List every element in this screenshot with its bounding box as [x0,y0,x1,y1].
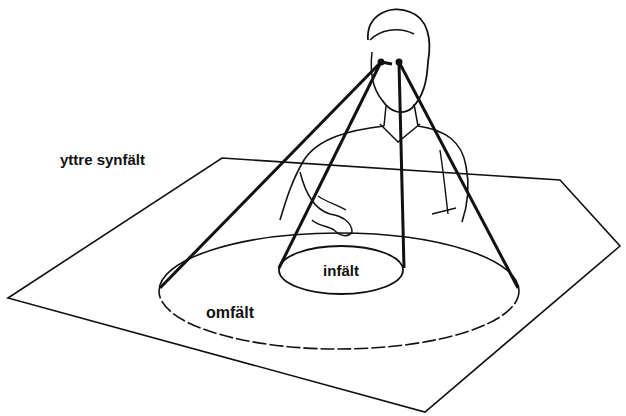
ellipse-shape [279,246,403,294]
sight-line [381,62,392,64]
field-label: yttre synfält [60,151,145,168]
sight-line [160,62,381,288]
inner-field: infält [278,245,404,295]
field-label: infält [323,262,359,279]
field-label: omfält [206,304,254,322]
sleeve [318,196,346,210]
hand [300,172,352,236]
ellipse-arc [159,291,519,349]
left-shoulder [280,126,384,220]
right-shoulder [418,126,468,222]
sight-line [399,62,518,288]
right-arm [432,150,456,214]
sight-line [279,62,381,268]
outer-field: omfält infält [158,232,520,350]
ellipse-outline [158,232,520,350]
ellipse-arc [159,233,519,291]
